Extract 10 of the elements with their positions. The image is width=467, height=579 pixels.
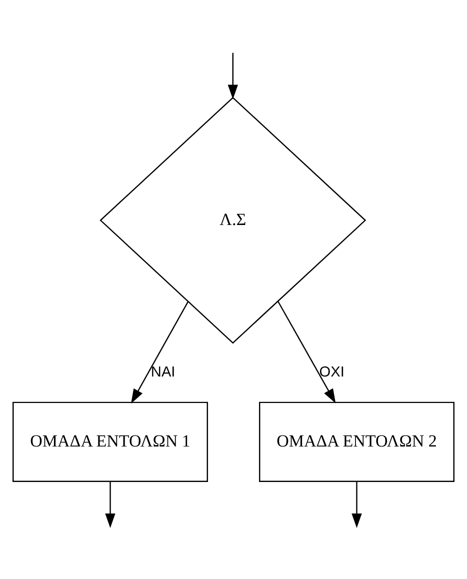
node-diamond: Λ.Σ: [100, 96, 366, 344]
arrow: [228, 52, 238, 100]
edge-label: ΟΧΙ: [319, 364, 344, 380]
arrow: [277, 300, 336, 404]
node-box: ΟΜΑΔΑ ΕΝΤΟΛΩΝ 2: [259, 402, 454, 482]
arrow: [352, 482, 362, 528]
arrow: [105, 482, 116, 528]
edge-label: ΝΑΙ: [150, 364, 176, 380]
node-box: ΟΜΑΔΑ ΕΝΤΟΛΩΝ 1: [12, 402, 208, 482]
arrow: [131, 301, 189, 404]
